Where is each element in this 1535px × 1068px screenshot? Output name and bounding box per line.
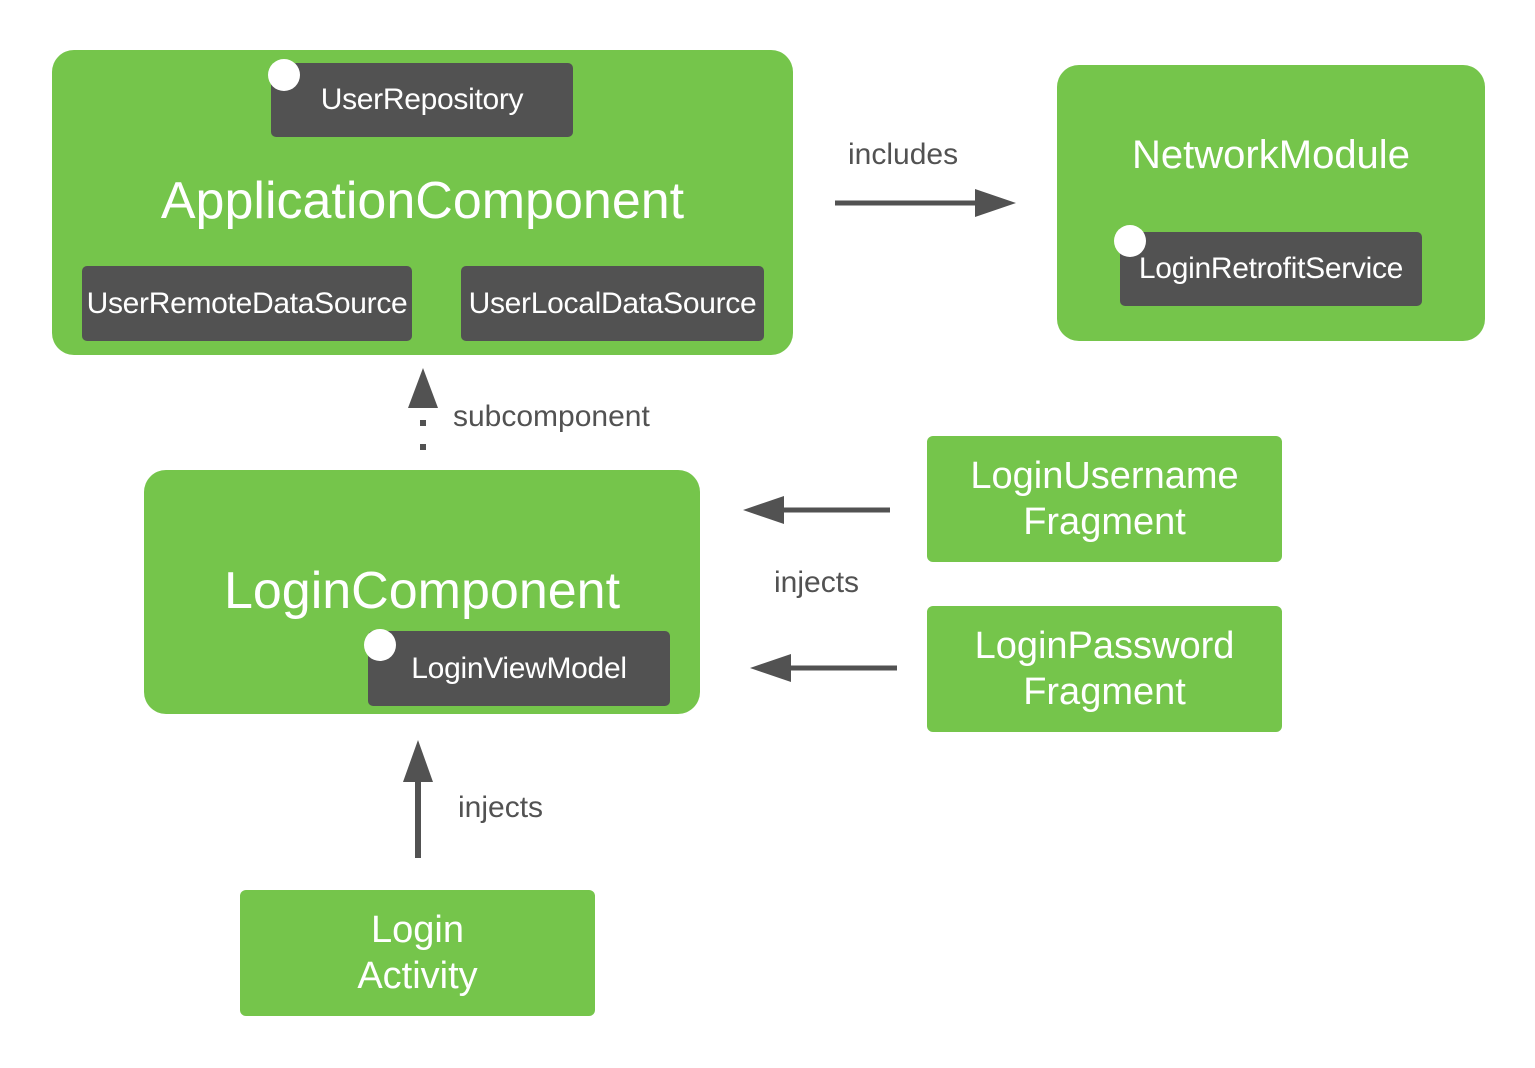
user-repository-chip: UserRepository (271, 63, 573, 137)
injects-username-arrow (743, 496, 890, 524)
login-activity-line2: Activity (357, 955, 478, 997)
login-component-title: LoginComponent (223, 562, 621, 620)
login-password-fragment-line1: LoginPassword (974, 625, 1235, 667)
injects-fragments-label: injects (774, 566, 860, 599)
injects-activity-arrow (403, 740, 433, 858)
login-password-fragment-text: LoginPassword Fragment (927, 606, 1282, 732)
user-remote-data-source-label: UserRemoteDataSource (86, 286, 408, 320)
network-module-node: NetworkModule LoginRetrofitService (1057, 65, 1485, 341)
includes-arrow (835, 189, 1016, 217)
login-activity-line1: Login (371, 909, 464, 951)
user-remote-data-source-chip: UserRemoteDataSource (82, 266, 412, 341)
login-username-fragment-line1: LoginUsername (970, 455, 1239, 497)
login-password-fragment-line2: Fragment (1023, 671, 1186, 713)
login-activity-text: Login Activity (240, 890, 595, 1016)
login-view-model-chip: LoginViewModel (368, 631, 670, 706)
login-retrofit-service-chip: LoginRetrofitService (1120, 232, 1422, 306)
login-view-model-label: LoginViewModel (411, 651, 627, 685)
login-activity-node: Login Activity (240, 890, 595, 1016)
login-retrofit-service-label: LoginRetrofitService (1138, 252, 1404, 285)
application-component-node: UserRepository ApplicationComponent User… (52, 50, 793, 355)
subcomponent-arrow (408, 368, 438, 462)
login-password-fragment-node: LoginPassword Fragment (927, 606, 1282, 732)
user-repository-label: UserRepository (320, 83, 524, 116)
network-module-title: NetworkModule (1132, 133, 1410, 177)
login-retrofit-service-dot-icon (1114, 225, 1146, 257)
login-username-fragment-line2: Fragment (1023, 501, 1186, 543)
application-component-title: ApplicationComponent (160, 172, 685, 230)
user-local-data-source-label: UserLocalDataSource (468, 286, 757, 320)
login-username-fragment-text: LoginUsername Fragment (927, 436, 1282, 562)
user-repository-dot-icon (268, 59, 300, 91)
user-local-data-source-chip: UserLocalDataSource (461, 266, 764, 341)
login-view-model-dot-icon (364, 629, 396, 661)
injects-password-arrow (750, 654, 897, 682)
includes-label: includes (848, 138, 959, 171)
subcomponent-label: subcomponent (453, 400, 650, 433)
login-component-node: LoginComponent LoginViewModel (144, 470, 700, 714)
login-username-fragment-node: LoginUsername Fragment (927, 436, 1282, 562)
injects-activity-label: injects (458, 791, 544, 824)
